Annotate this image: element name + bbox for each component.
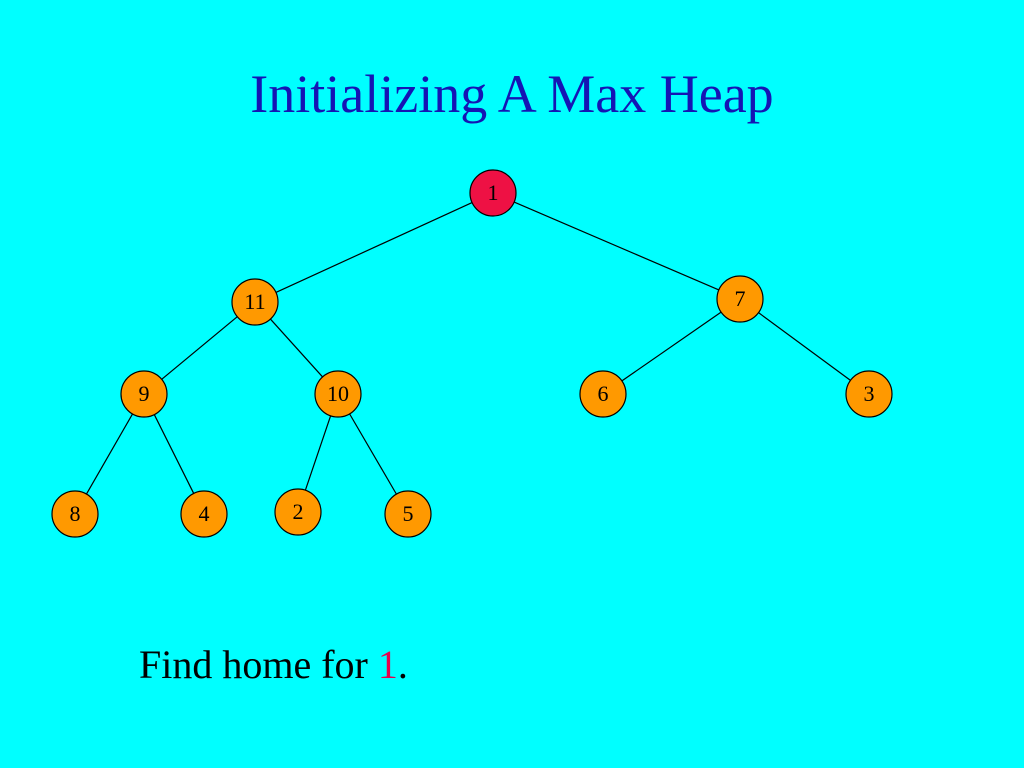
edge-n1-n11 (275, 202, 473, 293)
node-label: 7 (735, 286, 746, 311)
node-label: 1 (488, 180, 499, 205)
edge-n7-n6 (621, 311, 722, 382)
heap-node-6: 6 (579, 370, 627, 418)
node-label: 11 (244, 289, 265, 314)
node-circle (120, 370, 168, 418)
node-label: 6 (598, 381, 609, 406)
caption-prefix: Find home for (139, 642, 378, 687)
edge-n10-n2 (304, 415, 332, 491)
caption: Find home for 1. (139, 640, 408, 690)
node-label: 10 (327, 381, 349, 406)
edge-n9-n8 (85, 413, 134, 495)
edge-n1-n7 (513, 201, 720, 291)
node-circle (180, 490, 228, 538)
node-label: 9 (139, 381, 150, 406)
heap-node-4: 4 (180, 490, 228, 538)
heap-node-2: 2 (274, 488, 322, 536)
heap-node-9: 9 (120, 370, 168, 418)
edge-n11-n10 (269, 318, 324, 378)
heap-node-7: 7 (716, 275, 764, 323)
node-label: 4 (199, 501, 210, 526)
edge-n11-n9 (161, 316, 238, 380)
node-label: 8 (70, 501, 81, 526)
node-circle (469, 169, 517, 217)
node-circle (274, 488, 322, 536)
heap-node-10: 10 (314, 370, 362, 418)
node-label: 2 (293, 499, 304, 524)
node-circle (845, 370, 893, 418)
node-circle (579, 370, 627, 418)
node-circle (51, 490, 99, 538)
caption-suffix: . (397, 642, 408, 687)
edge-n10-n5 (349, 413, 397, 495)
node-circle (384, 490, 432, 538)
node-label: 5 (403, 501, 414, 526)
edge-n7-n3 (758, 312, 851, 381)
node-circle (716, 275, 764, 323)
edge-n9-n4 (153, 414, 195, 494)
slide-title: Initializing A Max Heap (250, 64, 774, 124)
heap-node-3: 3 (845, 370, 893, 418)
heap-node-8: 8 (51, 490, 99, 538)
node-circle (314, 370, 362, 418)
tree-edges (85, 201, 851, 495)
heap-node-1: 1 (469, 169, 517, 217)
node-label: 3 (864, 381, 875, 406)
node-circle (231, 278, 279, 326)
caption-highlight-value: 1 (377, 642, 398, 687)
heap-node-11: 11 (231, 278, 279, 326)
heap-node-5: 5 (384, 490, 432, 538)
